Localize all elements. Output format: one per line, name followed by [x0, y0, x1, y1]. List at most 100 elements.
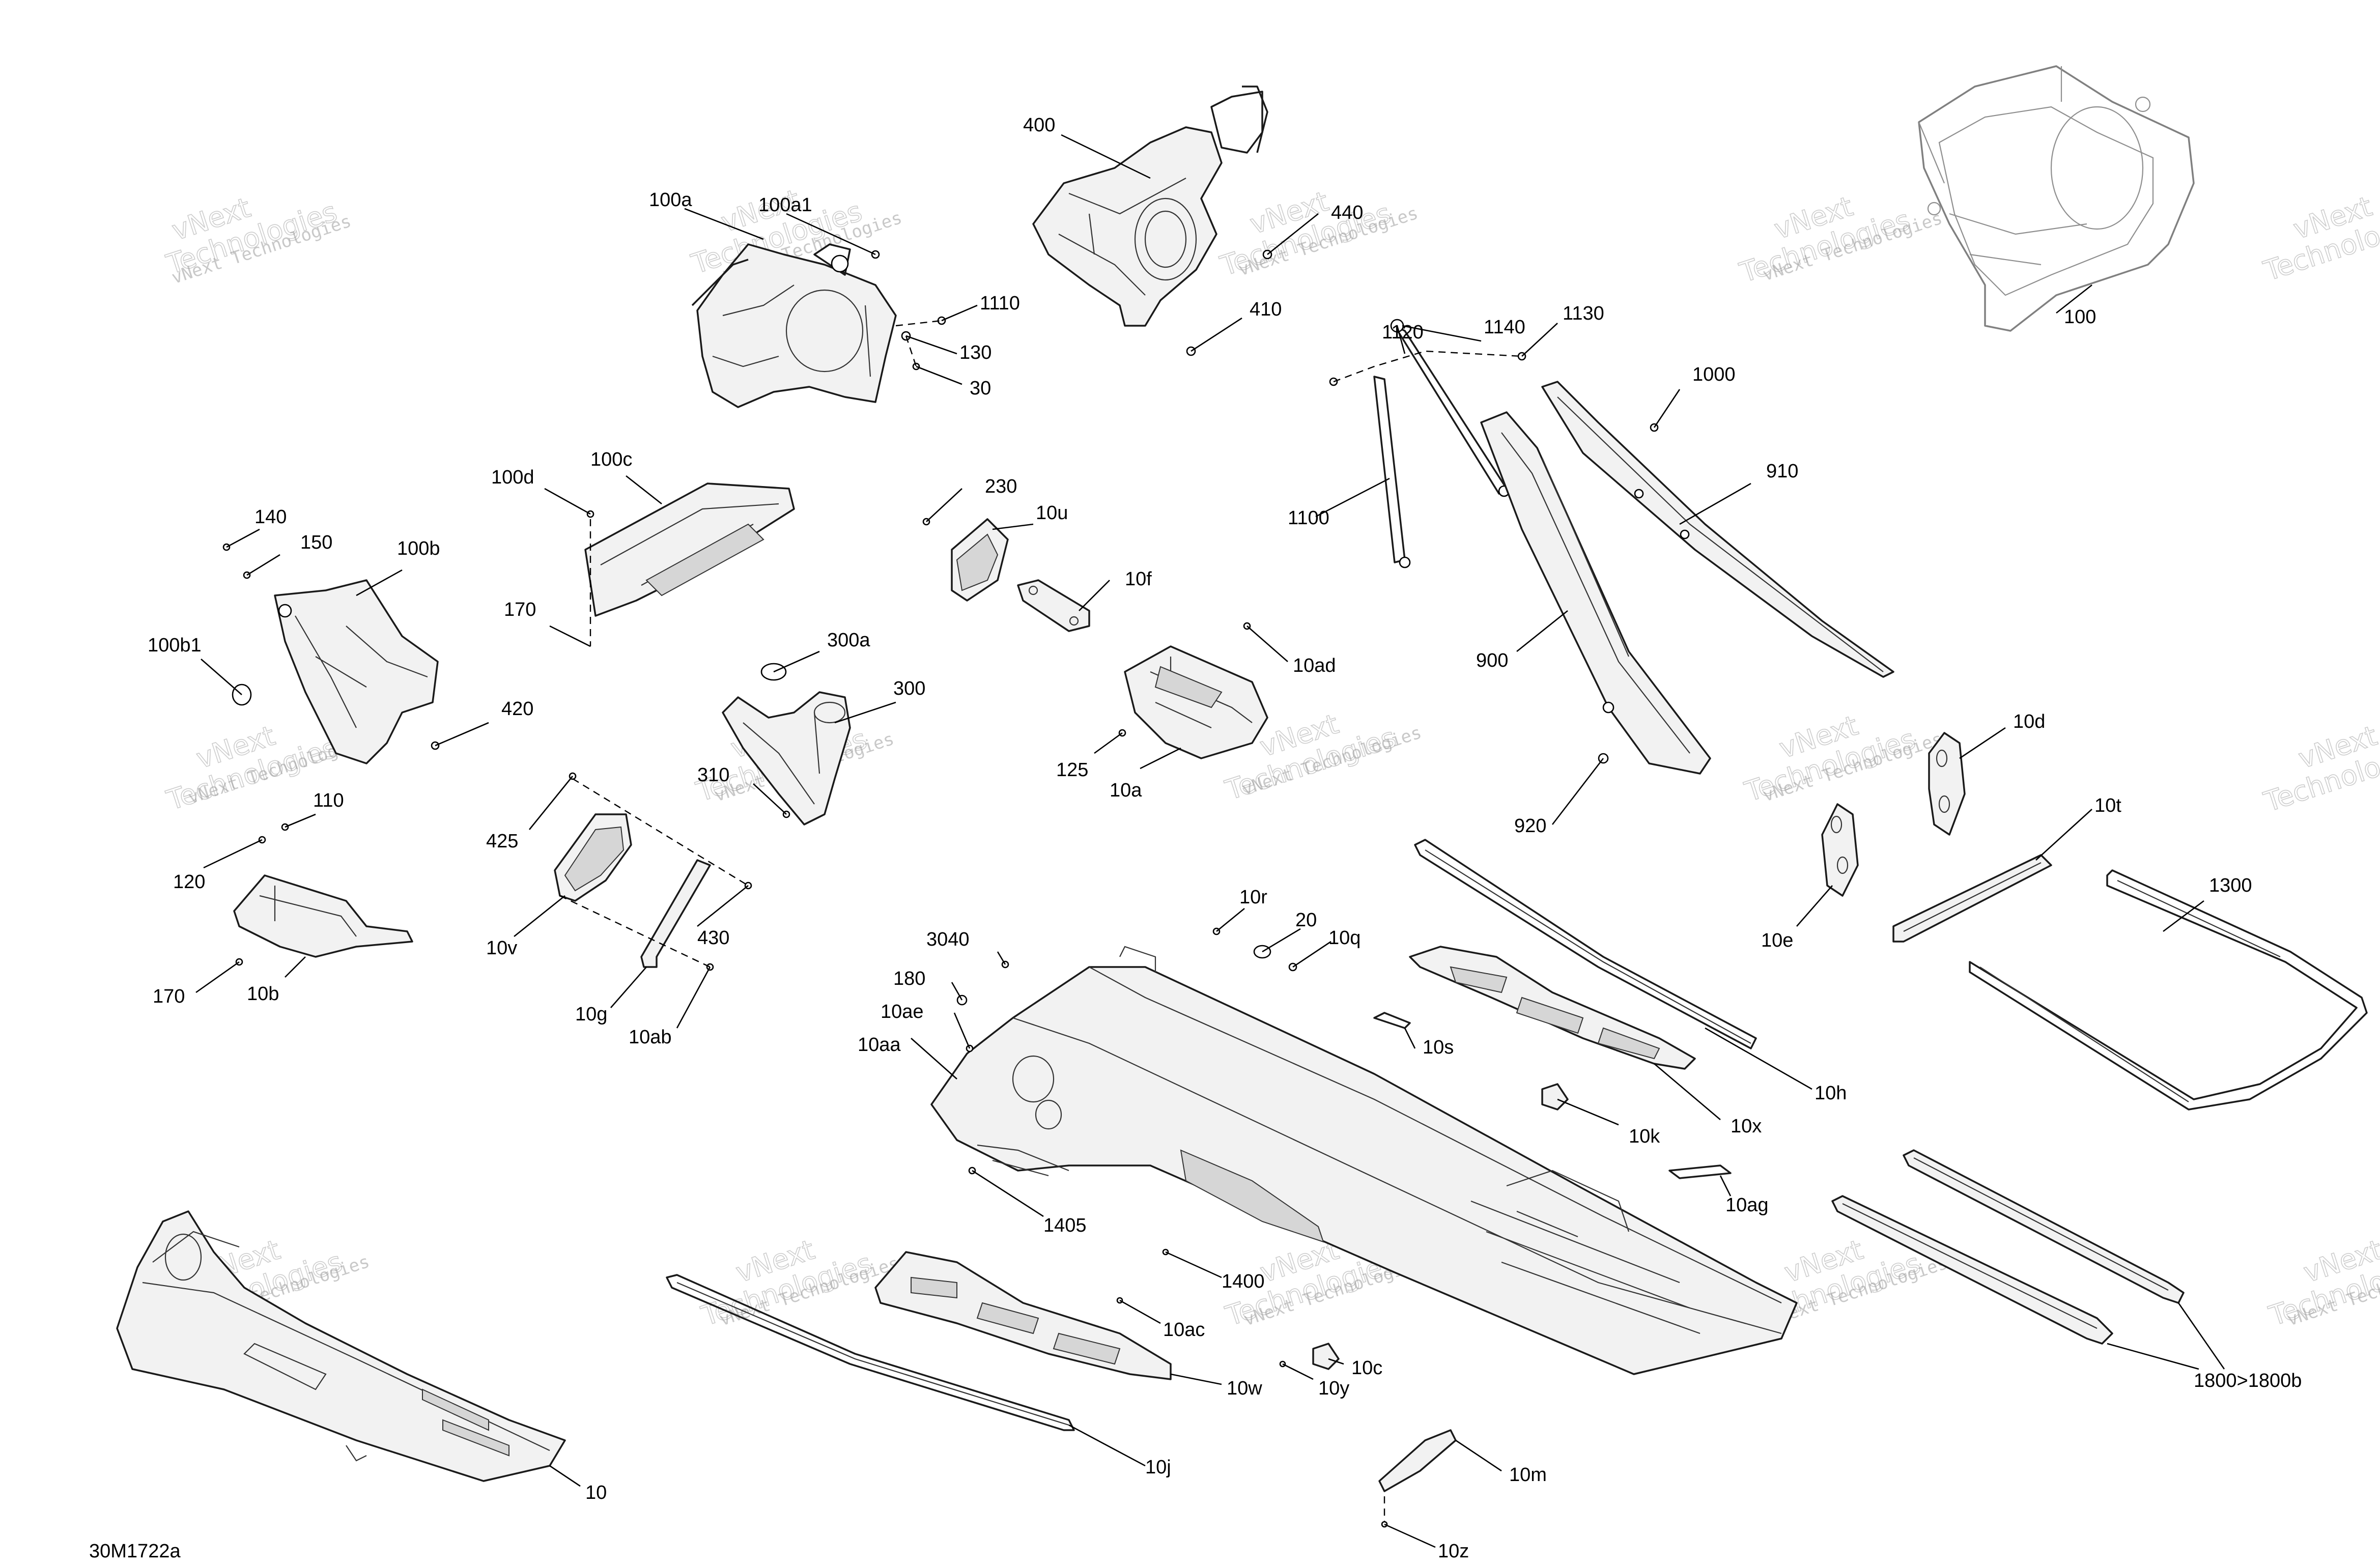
part-10d-plate — [1928, 732, 1966, 836]
callout-10k: 10k — [1629, 1126, 1660, 1147]
part-10w-side-plate — [874, 1251, 1172, 1380]
callout-310: 310 — [697, 764, 729, 786]
callout-1000: 1000 — [1692, 364, 1736, 385]
part-900-left-tube — [1480, 411, 1711, 775]
part-10k-clip — [1541, 1083, 1569, 1111]
callout-10d: 10d — [2013, 711, 2045, 732]
callout-1405: 1405 — [1043, 1215, 1087, 1236]
leader-lines — [195, 134, 2225, 1548]
callout-10t: 10t — [2094, 795, 2121, 816]
callout-125: 125 — [1056, 759, 1088, 781]
callout-1110: 1110 — [980, 293, 1020, 314]
dash-100a-hardware — [895, 320, 942, 367]
callout-300: 300 — [893, 678, 925, 699]
callout-10h: 10h — [1815, 1083, 1847, 1104]
callout-100a: 100a — [649, 189, 692, 211]
callout-100a1: 100a1 — [758, 194, 812, 216]
callout-labels: 400 440 410 100a 100a1 1110 130 30 100 1… — [148, 115, 2302, 1562]
callout-420: 420 — [501, 698, 533, 720]
callout-10e: 10e — [1761, 930, 1793, 951]
callout-920: 920 — [1514, 815, 1546, 837]
part-10h-rail — [1414, 839, 1757, 1049]
callout-110: 110 — [313, 790, 344, 811]
part-100c-bracket — [584, 482, 795, 617]
callout-10ae: 10ae — [881, 1001, 924, 1022]
callout-10c: 10c — [1351, 1357, 1382, 1379]
callout-120: 120 — [173, 871, 205, 893]
callout-1140: 1140 — [1484, 317, 1525, 338]
callout-10: 10 — [585, 1482, 607, 1503]
callout-10q: 10q — [1328, 927, 1361, 949]
callout-300a: 300a — [827, 630, 870, 651]
callout-1300: 1300 — [2209, 875, 2252, 896]
callout-100d: 100d — [491, 467, 534, 488]
callout-1120: 1120 — [1382, 322, 1424, 343]
callout-10x: 10x — [1731, 1116, 1762, 1137]
part-910-right-tube — [1541, 381, 1894, 678]
callout-100c: 100c — [590, 449, 632, 470]
callout-10ab: 10ab — [629, 1027, 672, 1048]
callout-10s: 10s — [1423, 1037, 1454, 1058]
callout-425: 425 — [486, 831, 518, 852]
part-100a-bulkhead-left — [691, 243, 897, 408]
callout-180: 180 — [893, 968, 925, 989]
part-1800-runners — [1831, 1149, 2185, 1345]
callout-10w: 10w — [1227, 1378, 1262, 1399]
part-10f-bracket — [1017, 579, 1090, 632]
callout-10r: 10r — [1239, 887, 1267, 908]
callout-140: 140 — [254, 506, 287, 528]
part-10t-rail — [1892, 854, 2052, 943]
callout-10ad: 10ad — [1293, 655, 1336, 676]
callout-900: 900 — [1476, 650, 1508, 671]
part-300-support-arm — [722, 691, 851, 826]
callout-10ag: 10ag — [1725, 1195, 1769, 1216]
part-10ag-strip — [1668, 1164, 1732, 1179]
callout-100b: 100b — [397, 538, 440, 559]
callout-10g: 10g — [575, 1004, 607, 1025]
part-10e-plate — [1821, 803, 1859, 897]
callout-100: 100 — [2064, 306, 2096, 328]
callout-10a: 10a — [1110, 780, 1142, 801]
callout-1800: 1800>1800b — [2194, 1370, 2302, 1391]
callout-170a: 170 — [504, 599, 536, 620]
callout-400: 400 — [1023, 115, 1055, 136]
part-tunnel-main — [930, 946, 1798, 1375]
callout-10j: 10j — [1145, 1457, 1171, 1478]
callout-3040: 3040 — [926, 929, 970, 950]
callout-10ac: 10ac — [1163, 1319, 1205, 1341]
part-100b-front-support — [274, 579, 439, 764]
callout-10f: 10f — [1125, 568, 1152, 590]
callout-230: 230 — [985, 476, 1017, 497]
callout-430: 430 — [697, 927, 729, 949]
part-10u-grille — [951, 518, 1009, 602]
diagram-code: 30M1722a — [89, 1541, 181, 1562]
callout-10y: 10y — [1318, 1378, 1349, 1399]
part-400-upper-column-support — [1032, 86, 1272, 356]
callout-10z: 10z — [1438, 1541, 1469, 1562]
callout-10m: 10m — [1509, 1464, 1547, 1486]
callout-150: 150 — [300, 532, 332, 553]
callout-10b: 10b — [247, 983, 279, 1005]
part-10a-console — [1124, 645, 1268, 759]
callout-30: 30 — [970, 378, 991, 399]
part-10-tunnel-assembly — [116, 1210, 566, 1482]
part-10b-bracket — [233, 874, 413, 958]
callout-1100: 1100 — [1288, 507, 1329, 529]
part-10j-rail — [666, 1274, 1075, 1431]
part-10c-clip — [1312, 1343, 1340, 1370]
callout-10u: 10u — [1036, 502, 1068, 524]
part-100-front-frame-assembly — [1918, 65, 2195, 332]
dash-10v — [559, 778, 749, 968]
part-10s-clip — [1373, 1012, 1411, 1029]
callout-910: 910 — [1766, 461, 1798, 482]
callout-170b: 170 — [153, 986, 185, 1007]
part-1300-bumper — [1969, 869, 2368, 1111]
callout-1400: 1400 — [1222, 1271, 1265, 1292]
part-10x-side-plate — [1409, 946, 1696, 1070]
callout-20: 20 — [1295, 909, 1317, 931]
part-10g-bracket — [640, 859, 711, 968]
callout-100b1: 100b1 — [148, 635, 202, 656]
part-10m-bracket — [1378, 1429, 1457, 1492]
callout-410: 410 — [1250, 299, 1282, 320]
